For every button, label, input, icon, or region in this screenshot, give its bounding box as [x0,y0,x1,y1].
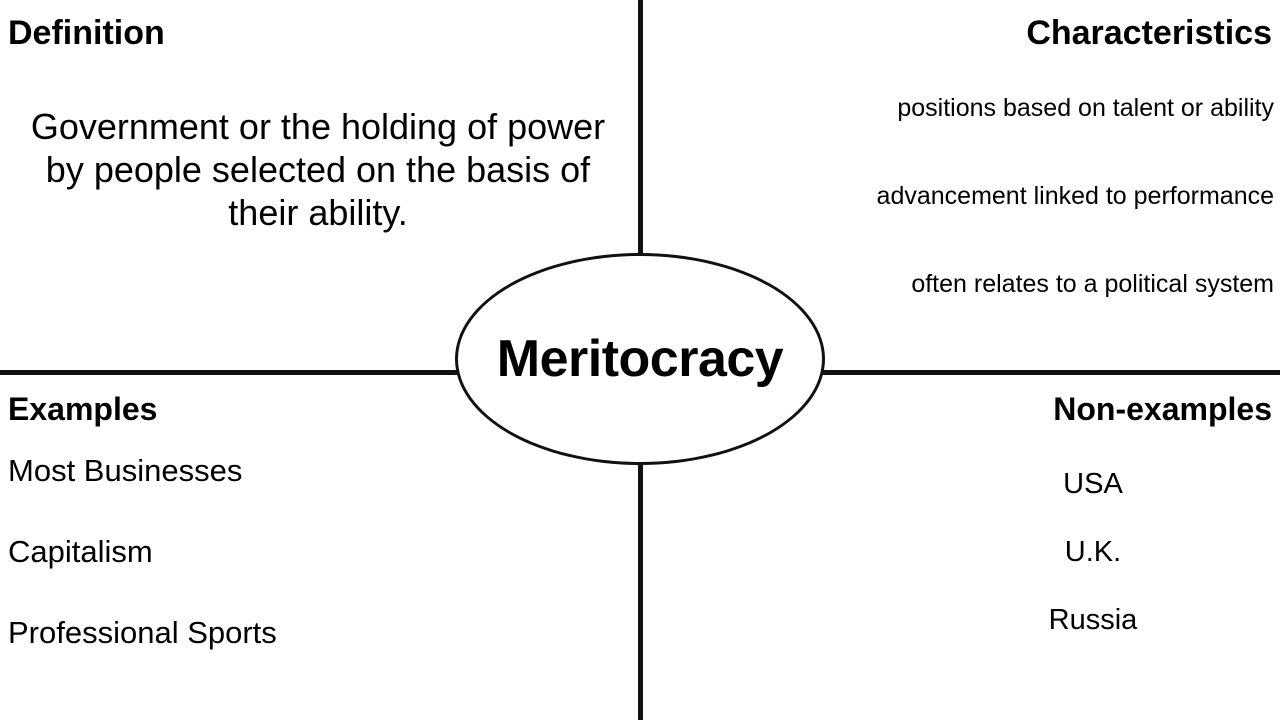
definition-body-text: Government or the holding of power by pe… [30,106,606,234]
vertical-divider-top [638,0,643,256]
vertical-divider-bottom [638,462,643,720]
non-examples-heading: Non-examples [1053,391,1272,427]
characteristics-heading: Characteristics [1026,14,1272,52]
quadrant-definition: Definition Government or the holding of … [0,0,638,370]
example-item: Professional Sports [8,615,277,650]
examples-list: Most Businesses Capitalism Professional … [8,455,608,648]
quadrant-examples: Examples Most Businesses Capitalism Prof… [0,375,638,720]
non-example-item: USA [1063,468,1123,500]
center-term-ellipse: Meritocracy [455,253,825,465]
characteristic-item: advancement linked to performance [876,182,1274,210]
characteristic-item: often relates to a political system [911,270,1274,298]
horizontal-divider-right [822,370,1280,375]
quadrant-characteristics: Characteristics positions based on talen… [643,0,1280,370]
horizontal-divider-left [0,370,459,375]
examples-heading: Examples [8,391,158,427]
non-examples-list: USA U.K. Russia [943,470,1243,635]
non-example-item: Russia [1048,604,1138,636]
example-item: Most Businesses [8,453,243,488]
non-example-item: U.K. [1064,536,1122,568]
center-term-label: Meritocracy [496,330,784,388]
characteristic-item: positions based on talent or ability [897,94,1274,122]
example-item: Capitalism [8,534,153,569]
quadrant-non-examples: Non-examples USA U.K. Russia [643,375,1280,720]
characteristics-list: positions based on talent or ability adv… [714,96,1274,297]
definition-heading: Definition [8,14,165,52]
